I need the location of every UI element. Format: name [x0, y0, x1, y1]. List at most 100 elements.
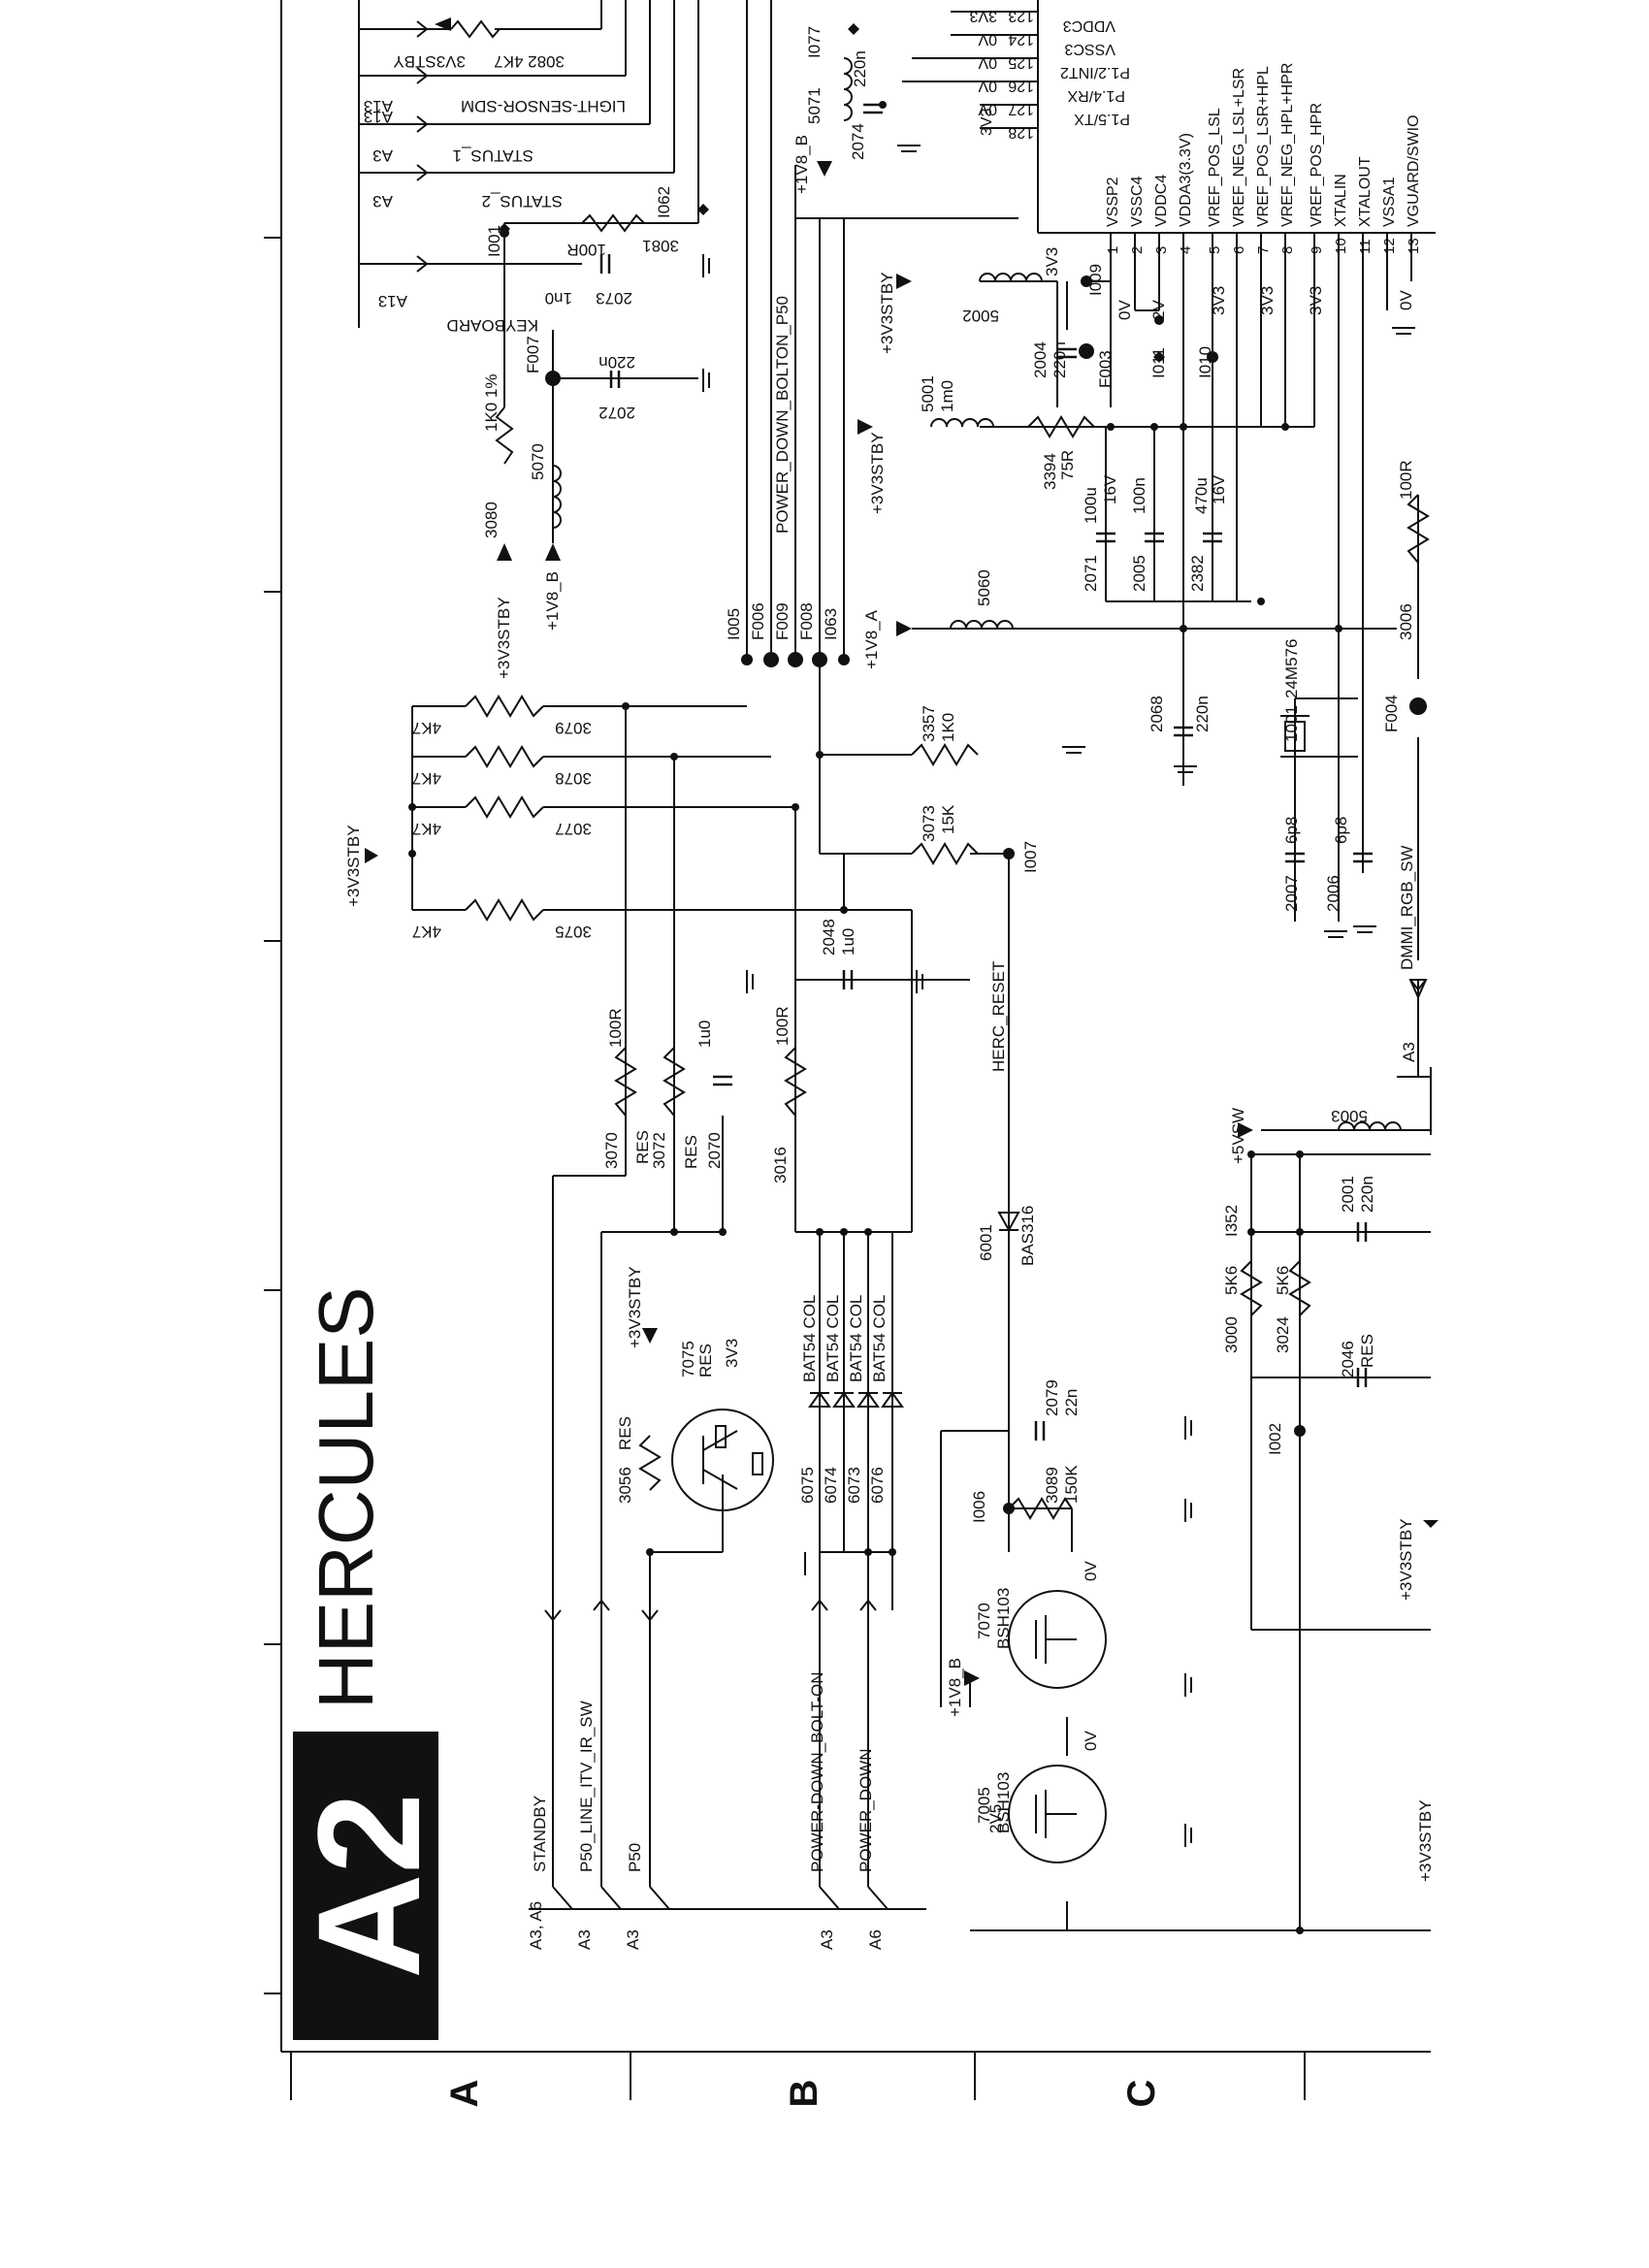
component-ref: 3080	[482, 502, 501, 538]
crystal-1001	[1280, 715, 1310, 758]
ground-icon	[1174, 765, 1197, 773]
capacitor-2079	[1034, 1421, 1046, 1441]
ic-pin-number: 7	[1255, 246, 1272, 254]
capacitor-2073	[599, 254, 611, 274]
testpoint-label: I002	[1266, 1423, 1284, 1455]
resistor-3089	[1008, 1497, 1073, 1520]
ic-top-pin-net: 3V3	[969, 8, 997, 24]
connector-arrow-icon	[416, 67, 429, 84]
connector-bus-label: A3	[372, 146, 393, 165]
component-ref: 3024	[1274, 1316, 1292, 1353]
ic-pin-number: 2	[1129, 246, 1146, 254]
ic-top-pin-net: 0V	[978, 31, 997, 48]
connector-signal-label: STATUS_1	[453, 146, 534, 165]
component-value: 220n	[1358, 1176, 1376, 1213]
transistor-7070	[1008, 1590, 1107, 1689]
testpoint-labels: I077 I062 I001 F007 I005 F006 F009 F008 …	[485, 26, 1401, 1523]
ic-top-pin-num: 125	[1008, 54, 1034, 71]
connector-arrow-icon	[593, 1599, 610, 1611]
title-block: A2 HERCULES	[287, 1286, 450, 2040]
component-value: 4K7	[412, 820, 441, 838]
testpoint-label: I006	[970, 1491, 988, 1523]
diode-6076	[881, 1391, 904, 1408]
capacitor-2005	[1145, 532, 1164, 543]
test-point-markers	[499, 23, 1306, 1514]
ground-icon	[1184, 1824, 1192, 1847]
ground-icon	[1392, 327, 1415, 335]
testpoint-label: F007	[524, 336, 542, 373]
component-ref: 3056	[616, 1467, 634, 1504]
component-ref: 3006	[1397, 603, 1415, 640]
component-rating: 16V	[1210, 474, 1228, 504]
connector-signal-label: POWER_DOWN	[857, 1749, 875, 1873]
resistor-3000	[1240, 1260, 1263, 1316]
ic-pin-name: VREF_POS_LSL	[1207, 108, 1223, 227]
component-value: 6p8	[1332, 817, 1350, 844]
connector-arrow-icon	[859, 1599, 877, 1611]
component-ref: 2382	[1188, 555, 1207, 592]
capacitor-2048	[842, 970, 854, 989]
component-value: 100R	[606, 1008, 625, 1048]
net-label: 0V	[1397, 290, 1415, 310]
resistor-3357	[911, 743, 979, 766]
ic-top-pin-net: 0V	[978, 54, 997, 71]
component-value: 1u0	[839, 928, 857, 956]
ground-icon	[1353, 925, 1376, 933]
capacitor-2072	[609, 371, 621, 388]
connector-signal-label: P50_LINE_ITV_IR_SW	[577, 1701, 596, 1872]
testpoint-label: F009	[773, 602, 792, 640]
diode-6075	[808, 1391, 831, 1408]
ground-icon	[1324, 930, 1347, 938]
component-ref: 5002	[962, 307, 999, 325]
ic-top-pin-name: P1.5/TX	[1074, 111, 1130, 127]
component-value: 1u0	[695, 1021, 714, 1048]
ic-top-pin-net: 0V	[978, 78, 997, 94]
connector-arrow-icon	[811, 1599, 828, 1611]
connector-bus-label: A13	[378, 292, 407, 310]
testpoint-label: I063	[822, 608, 840, 640]
resistor-3056	[638, 1435, 662, 1491]
diode-6073	[857, 1391, 880, 1408]
component-value: RES	[633, 1130, 652, 1164]
component-value: 75R	[1058, 450, 1077, 480]
sheet-title: HERCULES	[303, 1286, 389, 1709]
capacitors	[599, 103, 1373, 1441]
ic-pin-name: VGUARD/SWIO	[1406, 114, 1422, 227]
component-value: BAT54 COL	[847, 1295, 865, 1382]
transistor-7075	[671, 1409, 774, 1511]
ic-pin-name: VREF_NEG_LSL+LSR	[1231, 68, 1247, 227]
component-value: 220n	[598, 353, 635, 372]
capacitor-2006	[1353, 852, 1373, 863]
component-value: 220n	[1193, 696, 1212, 732]
supply-flag-icon	[857, 419, 873, 435]
ic-top-pin-name: P1.2/INT2	[1060, 64, 1130, 81]
component-ref: 6001	[977, 1224, 995, 1261]
net-label: +3V3STBY	[626, 1266, 644, 1348]
testpoint-label: I010	[1196, 346, 1214, 378]
supply-flag-icon	[545, 543, 561, 561]
sheet-frame	[264, 0, 1431, 2100]
component-ref: 2079	[1043, 1379, 1061, 1416]
component-ref: 5003	[1331, 1107, 1368, 1125]
ic-top-pin-lines	[902, 11, 1038, 129]
component-ref: 5071	[805, 87, 824, 124]
net-labels: +3V3STBY +1V8_B +3V3STBY POWER_DOWN_BOLT…	[344, 135, 1435, 1882]
testpoint-label: F006	[749, 602, 767, 640]
component-value: 100R	[1397, 460, 1415, 500]
net-label: +1V8_A	[862, 609, 881, 669]
component-labels: 3080 1K0 1% 5070 2072 220n 2073 1n0 3081…	[412, 50, 1415, 1833]
net-label: +3V3STBY	[878, 272, 896, 354]
component-ref: 2068	[1148, 696, 1166, 732]
resistor-3079	[465, 695, 544, 718]
resistor-3006	[1406, 494, 1430, 564]
capacitor-2001	[1356, 1222, 1368, 1242]
connector-arrow-icon	[416, 164, 429, 181]
component-ref: 7005	[975, 1787, 993, 1824]
ic-pin-name: VSSC4	[1129, 176, 1146, 227]
supply-flag-icon	[1238, 1122, 1253, 1138]
capacitor-2007	[1285, 852, 1305, 863]
supply-flag-icon	[896, 621, 912, 636]
ic-pin-names: VSSP2 VSSC4 VDDC4 VDDA3(3.3V) VREF_POS_L…	[1105, 63, 1422, 227]
component-value: 220n	[851, 50, 869, 87]
ic-pin-name: VREF_POS_HPR	[1309, 103, 1325, 227]
